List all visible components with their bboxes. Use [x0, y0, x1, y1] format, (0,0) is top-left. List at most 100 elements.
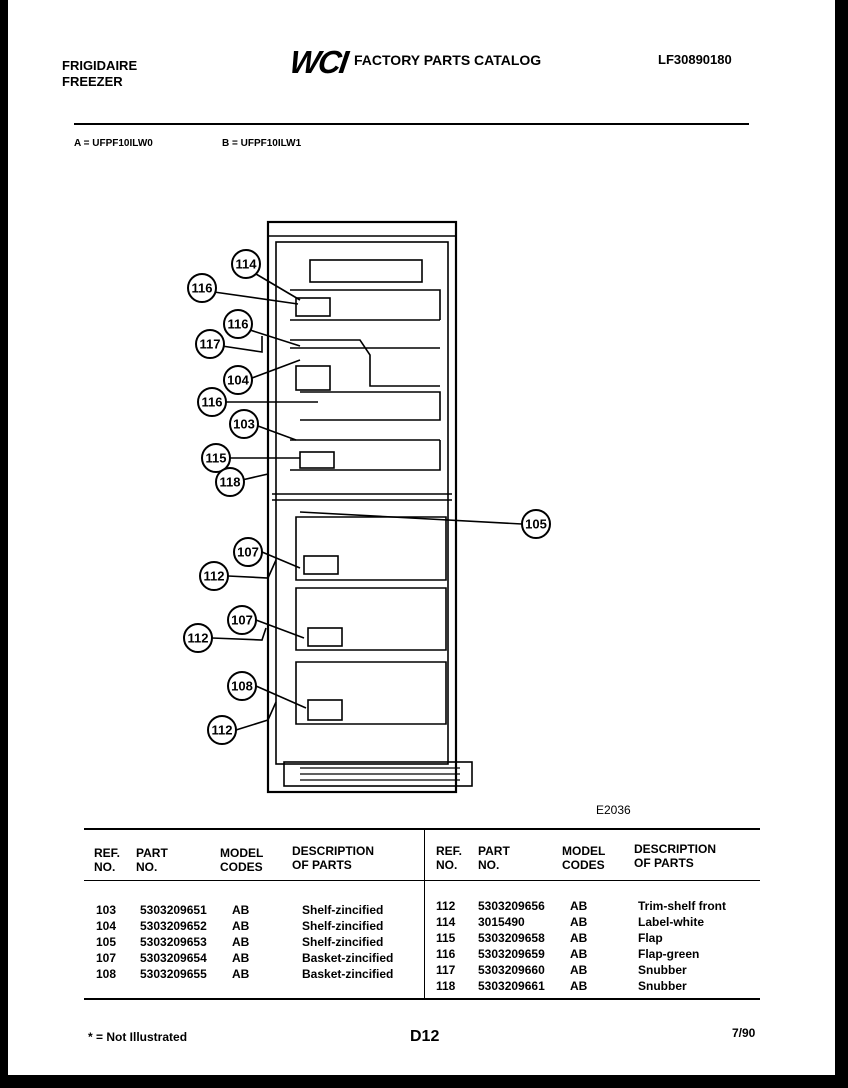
product-type: FREEZER — [62, 74, 123, 89]
brand-block: FRIGIDAIRE FREEZER — [62, 58, 137, 90]
row-part: 5303209652 — [140, 919, 207, 933]
row-desc: Flap — [638, 931, 663, 945]
row-ref: 116 — [436, 947, 456, 961]
leader-103 — [257, 425, 297, 441]
figure-code: E2036 — [596, 803, 631, 817]
row-ref: 115 — [436, 931, 456, 945]
catalog-title: FACTORY PARTS CATALOG — [354, 52, 542, 68]
model-b-label: B = UFPF10ILW1 — [222, 138, 302, 149]
row-desc: Trim-shelf front — [638, 899, 727, 913]
flap-116 — [295, 365, 331, 391]
row-part: 5303209651 — [140, 903, 207, 917]
row-desc: Basket-zincified — [302, 951, 394, 965]
callout-105-text: 105 — [525, 517, 547, 532]
flap-107a — [303, 555, 339, 575]
callout-117-text: 117 — [200, 337, 221, 352]
liner-outline — [275, 241, 449, 765]
callout-114 — [231, 249, 261, 279]
row-part: 5303209661 — [478, 979, 545, 993]
row-codes: AB — [570, 915, 588, 929]
leader-116a — [213, 291, 299, 305]
callout-115 — [201, 443, 231, 473]
row-ref: 105 — [96, 935, 117, 949]
callout-112-text: 112 — [204, 569, 225, 584]
callout-112 — [183, 623, 213, 653]
callout-115-text: 115 — [206, 451, 227, 466]
callout-107 — [227, 605, 257, 635]
row-part: 5303209658 — [478, 931, 545, 945]
row-codes: AB — [232, 951, 250, 965]
flap-108 — [307, 699, 343, 721]
row-desc: Snubber — [638, 979, 687, 993]
row-desc: Shelf-zincified — [302, 935, 384, 949]
flap-115 — [299, 451, 335, 469]
row-ref: 112 — [436, 899, 456, 913]
page-number: D12 — [410, 1028, 440, 1045]
table-column-divider — [424, 828, 425, 998]
row-part: 5303209654 — [140, 951, 207, 965]
header-ref-right: REF.NO. — [436, 844, 463, 872]
callout-118-text: 118 — [220, 475, 241, 490]
basket-107a — [295, 516, 447, 581]
shelf-104 — [290, 339, 440, 387]
callout-116 — [197, 387, 227, 417]
table-mid-rule — [84, 880, 760, 881]
top-vent — [309, 259, 423, 283]
row-ref: 117 — [436, 963, 456, 977]
row-codes: AB — [570, 979, 588, 993]
basket-108 — [295, 661, 447, 725]
leader-112c — [235, 701, 277, 731]
callout-107-text: 107 — [231, 613, 253, 628]
callout-103 — [229, 409, 259, 439]
leader-104 — [251, 359, 301, 379]
row-ref: 114 — [436, 915, 456, 929]
callout-112 — [207, 715, 237, 745]
row-ref: 104 — [96, 919, 117, 933]
leader-112a — [227, 559, 277, 579]
row-part: 5303209660 — [478, 963, 545, 977]
row-desc: Snubber — [638, 963, 687, 977]
header-rule — [74, 123, 749, 125]
catalog-page — [8, 0, 835, 1075]
row-part: 5303209655 — [140, 967, 207, 981]
callout-116-text: 116 — [192, 281, 213, 296]
row-desc: Label-white — [638, 915, 705, 929]
revision-date: 7/90 — [732, 1026, 756, 1040]
callout-107-text: 107 — [237, 545, 259, 560]
row-part: 5303209659 — [478, 947, 545, 961]
row-codes: AB — [232, 919, 250, 933]
flap-114 — [295, 297, 331, 317]
callout-103-text: 103 — [233, 417, 255, 432]
row-codes: AB — [570, 947, 588, 961]
callout-112-text: 112 — [212, 723, 233, 738]
leader-107a — [261, 551, 301, 569]
row-part: 5303209656 — [478, 899, 545, 913]
callout-112 — [199, 561, 229, 591]
callout-104-text: 104 — [227, 373, 249, 388]
leader-116b — [249, 329, 301, 347]
callout-105 — [521, 509, 551, 539]
basket-107b — [295, 587, 447, 651]
leader-117 — [221, 336, 263, 353]
row-codes: AB — [570, 899, 588, 913]
callout-114-text: 114 — [236, 257, 258, 272]
flap-107b — [307, 627, 343, 647]
leader-114 — [255, 273, 301, 301]
callout-104 — [223, 365, 253, 395]
row-codes: AB — [570, 963, 588, 977]
row-desc: Shelf-zincified — [302, 919, 384, 933]
leader-108 — [255, 685, 307, 709]
header-ref-left: REF.NO. — [94, 846, 121, 874]
cabinet-outline — [266, 220, 458, 794]
table-bottom-rule — [84, 998, 760, 1000]
leader-112b — [211, 627, 267, 641]
leader-105 — [299, 511, 523, 525]
row-part: 3015490 — [478, 915, 525, 929]
row-codes: AB — [232, 903, 250, 917]
shelf-103 — [290, 439, 441, 471]
callout-112-text: 112 — [188, 631, 209, 646]
